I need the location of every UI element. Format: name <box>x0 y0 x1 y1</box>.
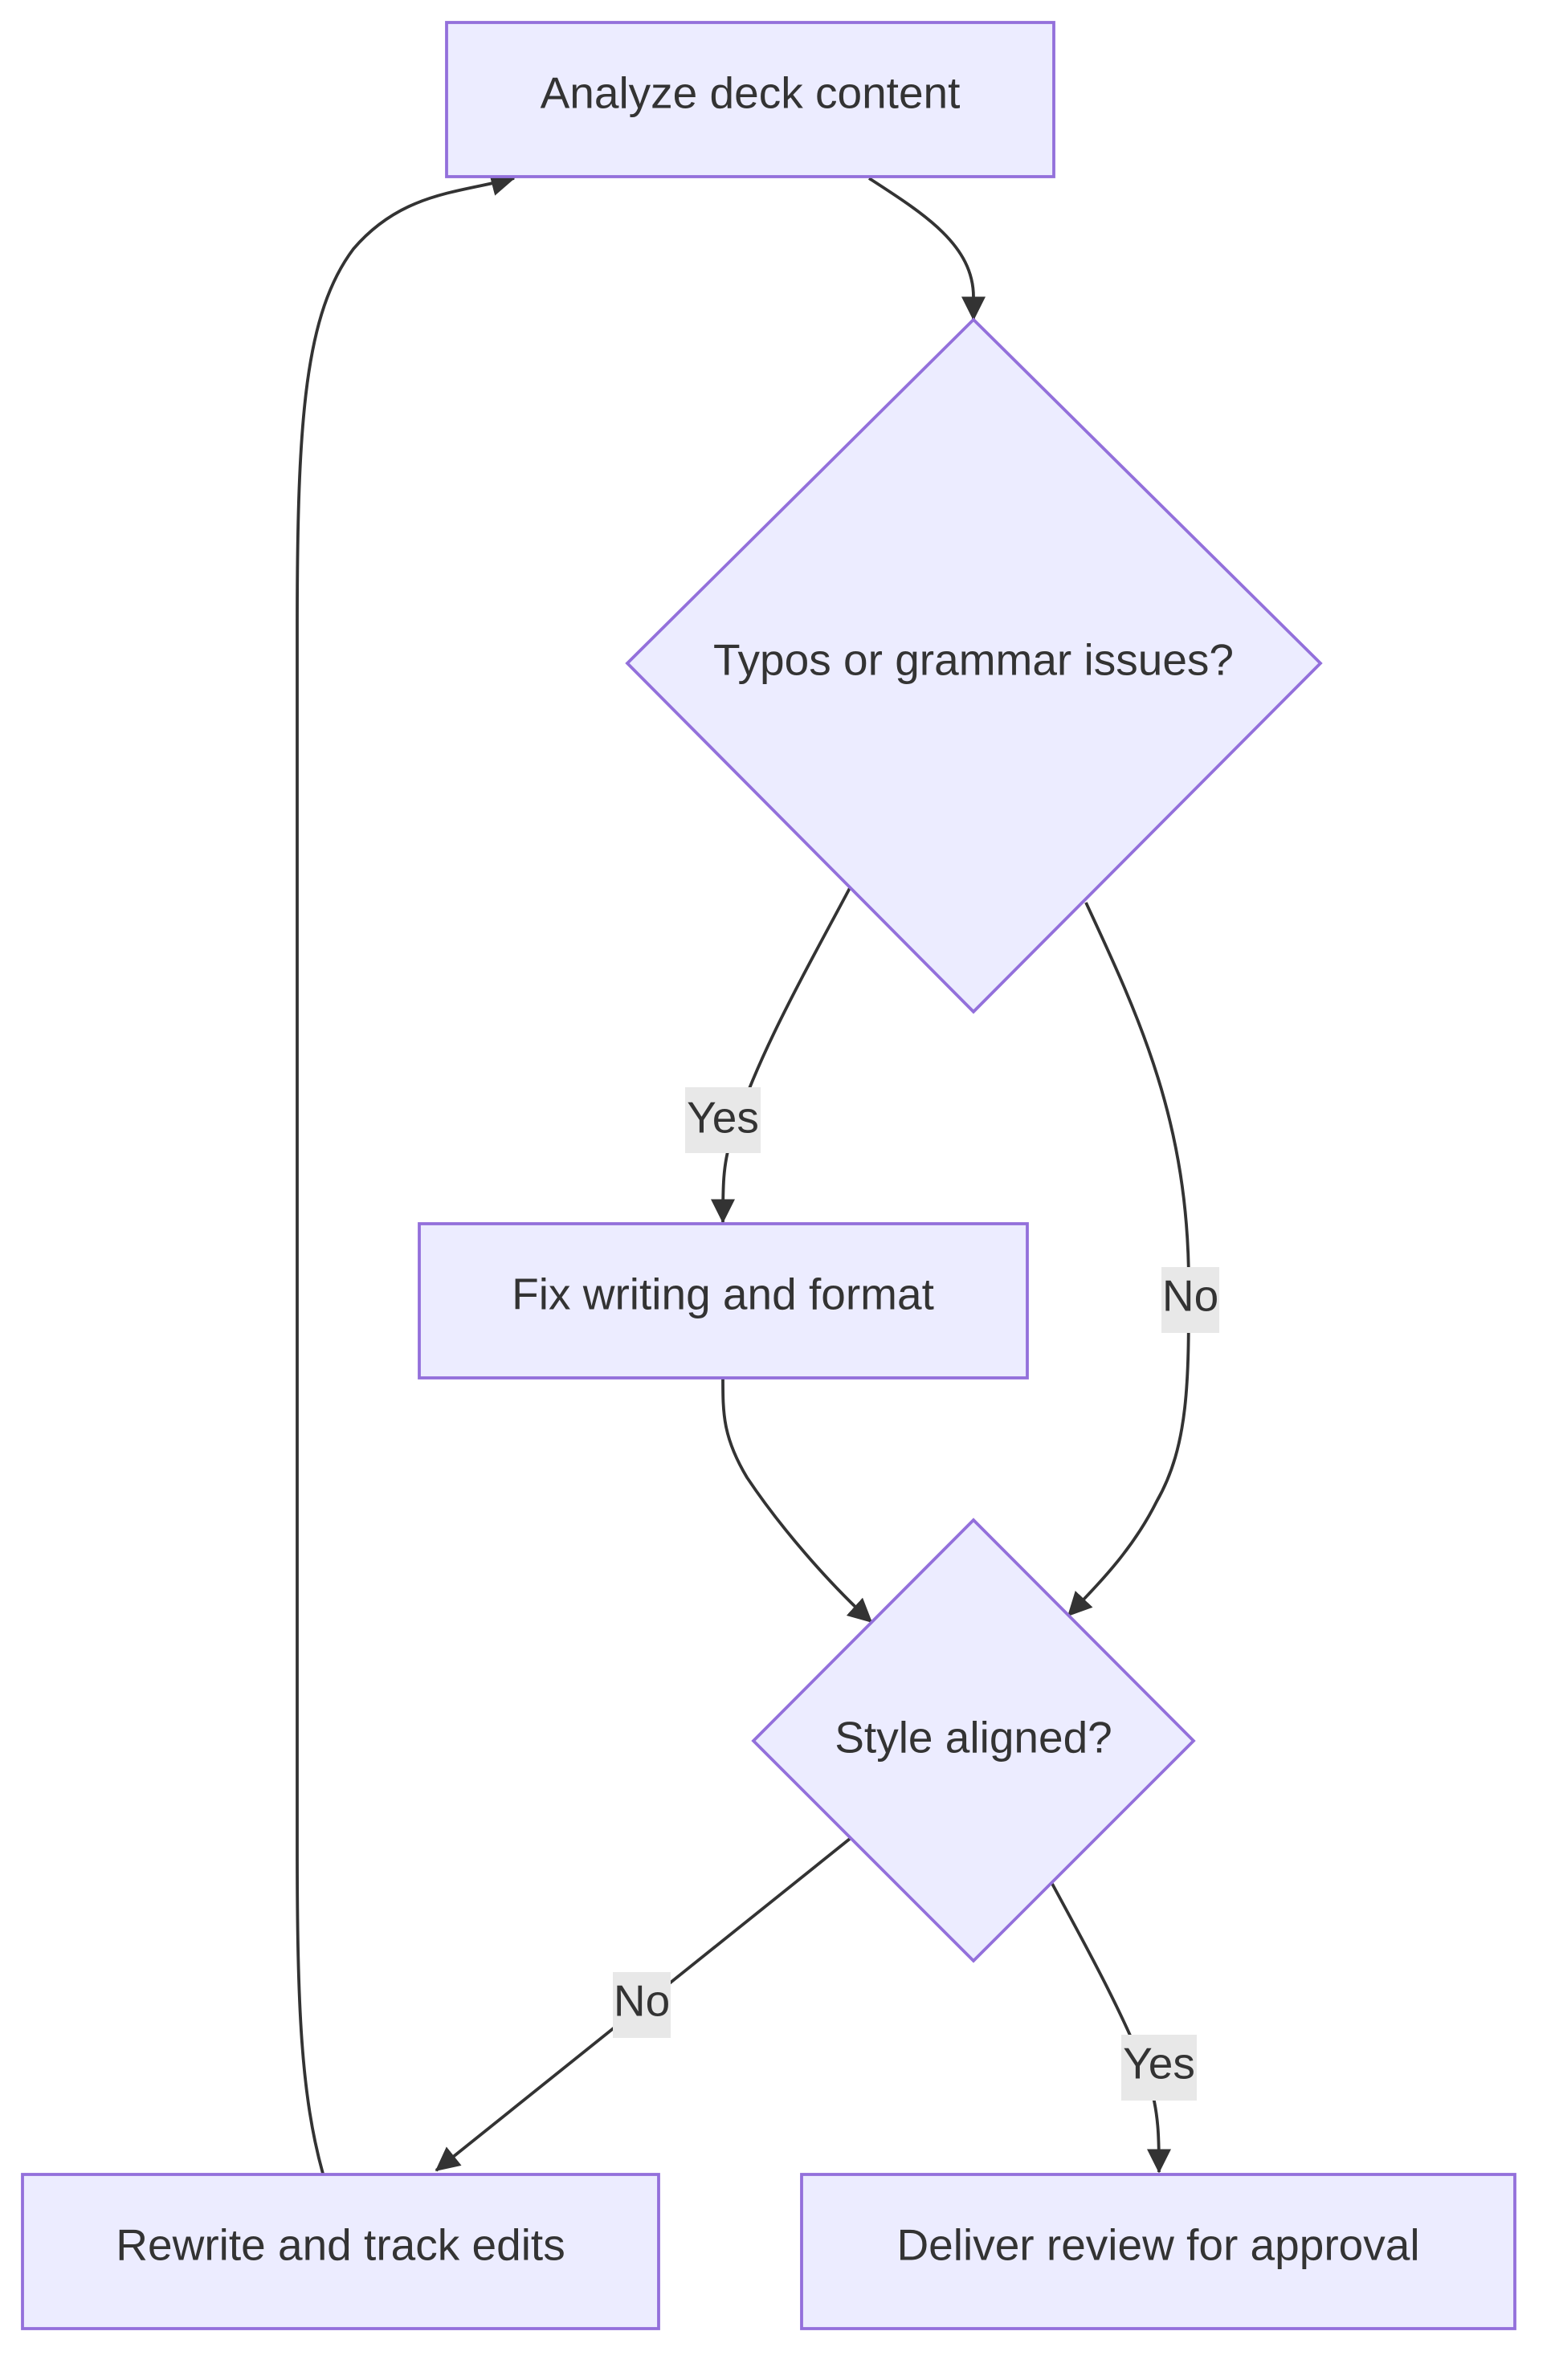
edge-typos-to-style <box>1067 902 1190 1617</box>
edge-label-typos-no-bg <box>1161 1267 1219 1333</box>
node-deliver-label: Deliver review for approval <box>896 2220 1419 2270</box>
node-rewrite-box <box>21 2173 660 2330</box>
edge-analyze-to-typos <box>867 177 986 321</box>
edge-label-typos-yes-text: Yes <box>687 1093 759 1143</box>
edge-label-typos-yes-bg <box>685 1087 761 1153</box>
node-deliver-box <box>800 2173 1516 2330</box>
edge-label-style-no-text: No <box>614 1976 670 2026</box>
edge-label-typos-no: No <box>1161 1267 1219 1333</box>
node-fix-label: Fix writing and format <box>512 1269 934 1319</box>
node-fix-box <box>418 1222 1029 1380</box>
node-analyze-label: Analyze deck content <box>541 68 961 118</box>
node-analyze-box <box>445 21 1055 178</box>
edge-label-style-no-bg <box>613 1972 671 2038</box>
node-typos-decision-label: Typos or grammar issues? <box>713 635 1234 685</box>
edge-label-style-yes: Yes <box>1121 2035 1197 2101</box>
node-style-decision-diamond <box>751 1518 1196 1963</box>
edge-label-typos-yes: Yes <box>685 1087 761 1153</box>
node-style-decision-label: Style aligned? <box>835 1713 1112 1763</box>
edge-label-style-yes-text: Yes <box>1123 2039 1195 2089</box>
edge-fix-to-style <box>721 1377 873 1624</box>
edge-label-typos-no-text: No <box>1162 1271 1218 1321</box>
node-deliver[interactable]: Deliver review for approval <box>800 2173 1516 2330</box>
node-typos-decision[interactable]: Typos or grammar issues? <box>625 317 1323 1014</box>
edge-label-style-yes-bg <box>1121 2035 1197 2101</box>
edge-typos-to-fix <box>711 887 851 1224</box>
edge-rewrite-to-analyze <box>296 172 516 2174</box>
node-style-decision[interactable]: Style aligned? <box>751 1518 1196 1963</box>
node-typos-decision-diamond <box>625 317 1323 1014</box>
node-rewrite[interactable]: Rewrite and track edits <box>21 2173 660 2330</box>
node-fix[interactable]: Fix writing and format <box>418 1222 1029 1380</box>
edge-label-style-no: No <box>613 1972 671 2038</box>
node-rewrite-label: Rewrite and track edits <box>116 2220 565 2270</box>
edge-style-to-deliver <box>1051 1883 1171 2174</box>
node-analyze[interactable]: Analyze deck content <box>445 21 1055 178</box>
